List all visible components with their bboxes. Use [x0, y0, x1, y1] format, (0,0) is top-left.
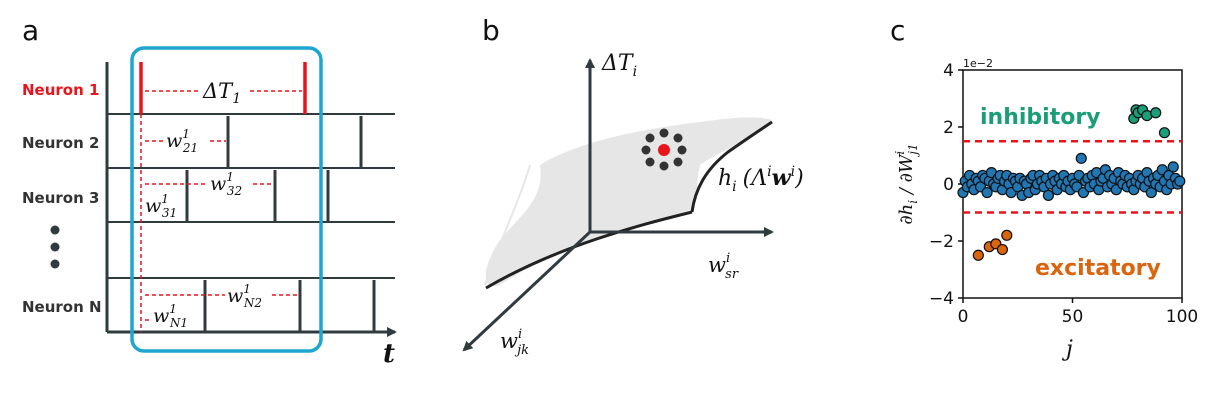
- center-point: [658, 144, 670, 156]
- surface-edge: [484, 164, 531, 286]
- axis-vertical-label: ΔTi: [601, 51, 637, 80]
- y-tick-label: −2: [929, 232, 954, 252]
- neuron-2-label: Neuron 2: [22, 134, 99, 152]
- data-point: [1174, 175, 1186, 187]
- data-points: [957, 104, 1186, 261]
- axis-left: [462, 230, 592, 352]
- ellipsis-dot: [50, 225, 60, 235]
- y-tick-label: 2: [943, 118, 954, 138]
- annotation-excitatory: excitatory: [1035, 256, 1161, 281]
- panel-label-a: a: [22, 14, 39, 47]
- data-point: [1075, 152, 1087, 164]
- panel-label-c: c: [890, 14, 905, 47]
- data-point: [1145, 186, 1157, 199]
- data-point: [996, 243, 1009, 256]
- neuron-1-label: Neuron 1: [22, 81, 99, 99]
- x-ticks: 0 50 100: [958, 298, 1198, 327]
- surface-front-edge: [485, 210, 693, 290]
- y-ticks: 4 2 0 −2 −4: [929, 61, 963, 309]
- data-point: [1001, 229, 1013, 241]
- annotation-inhibitory: inhibitory: [980, 105, 1101, 130]
- y-exponent-label: 1e−2: [963, 57, 993, 70]
- time-axis-label: t: [383, 339, 395, 369]
- threshold-lines: [963, 140, 1182, 214]
- y-axis-label: ∂hi / ∂Wij1: [893, 143, 920, 224]
- surface-function-label: hi(Λiwi): [718, 164, 804, 195]
- surface-right-edge: [690, 120, 773, 213]
- x-tick-label: 100: [1166, 307, 1198, 327]
- panel-label-b: b: [482, 14, 500, 47]
- y-tick-label: −4: [929, 289, 954, 309]
- data-point: [972, 249, 984, 261]
- delta-t1-label: ΔT1: [202, 79, 241, 107]
- data-point: [1167, 161, 1179, 173]
- data-point: [1150, 107, 1162, 119]
- y-tick-label: 4: [943, 61, 954, 81]
- data-point: [981, 186, 993, 199]
- data-point: [1042, 189, 1055, 201]
- surface: [485, 117, 772, 287]
- neuron-n-label: Neuron N: [22, 298, 102, 316]
- ellipsis-dot: [50, 242, 60, 252]
- time-window-box: [130, 46, 323, 353]
- panel-a: a Neuron 1 Neuron 2 Neuron 3 Neuron N t: [22, 14, 397, 369]
- sample-point-cluster: [641, 128, 687, 171]
- x-tick-label: 0: [958, 307, 969, 327]
- y-tick-label: 0: [943, 175, 954, 195]
- panel-c: c 1e−2 4 2 0 −2 −4 0 50 100 inhibitory excitat…: [890, 14, 1198, 362]
- x-axis-label: j: [1061, 337, 1073, 362]
- neuron-3-label: Neuron 3: [22, 189, 99, 207]
- data-point: [1158, 127, 1171, 139]
- ellipsis-dot: [50, 259, 60, 269]
- x-tick-label: 50: [1062, 307, 1084, 327]
